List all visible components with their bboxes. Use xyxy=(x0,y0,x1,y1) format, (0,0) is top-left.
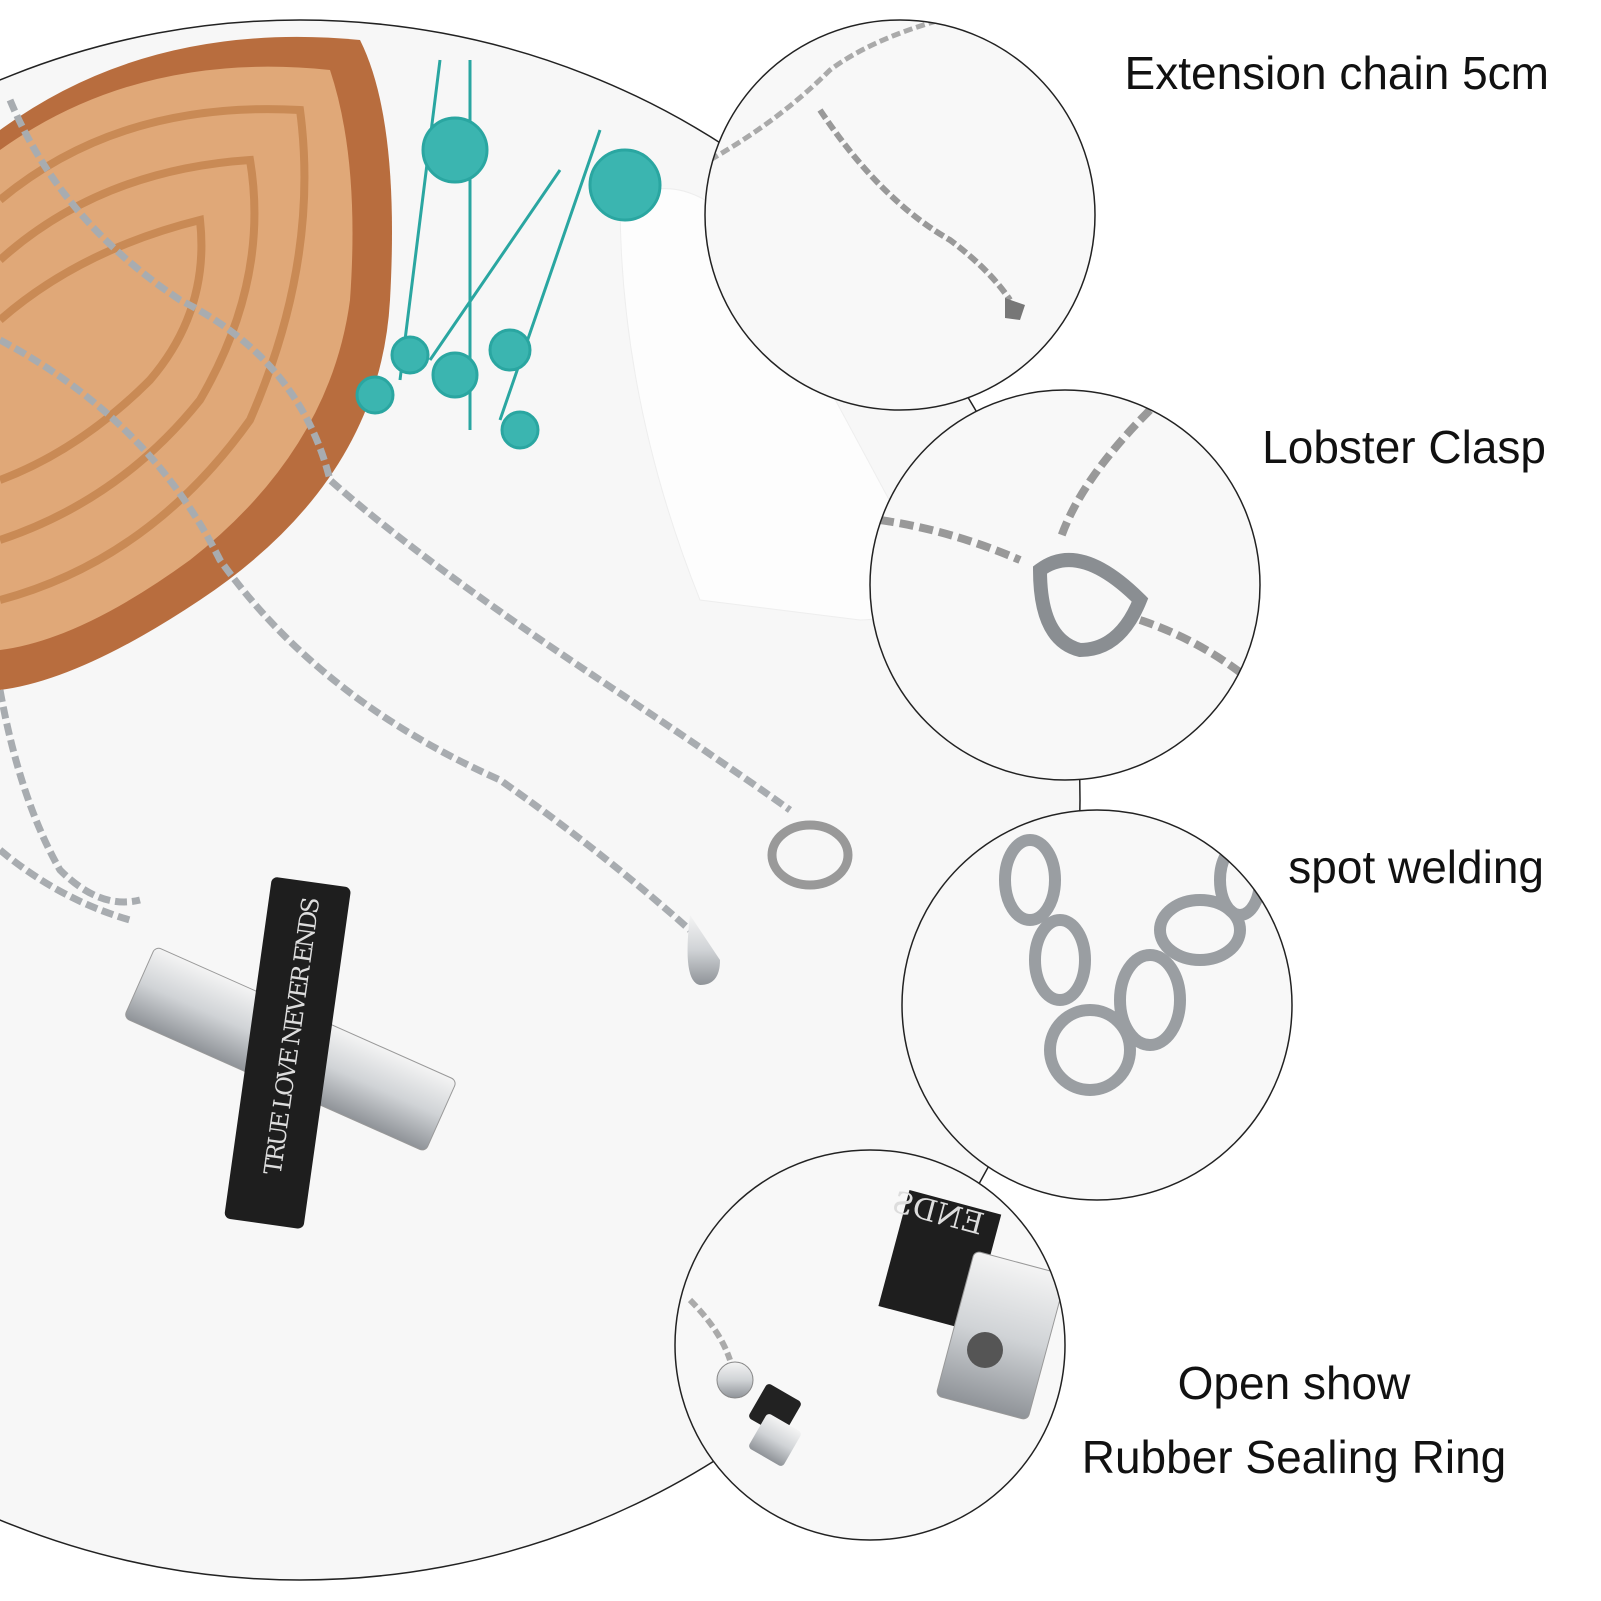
chain xyxy=(0,98,793,933)
detail-open-show: ENDS xyxy=(675,1150,1065,1540)
flowers xyxy=(355,59,662,450)
detail-circle-4 xyxy=(674,1149,1066,1541)
label-spot-welding: spot welding xyxy=(1288,841,1544,893)
wood-slice xyxy=(0,36,392,690)
detail-lobster-clasp xyxy=(870,390,1260,780)
detail-circle-1 xyxy=(704,19,1096,411)
detail-circle-3 xyxy=(901,809,1293,1201)
detail-circle-2 xyxy=(869,389,1261,781)
label-lobster-clasp: Lobster Clasp xyxy=(1262,421,1546,473)
label-rubber-sealing-ring: Rubber Sealing Ring xyxy=(1081,1431,1507,1483)
lobster-clasp xyxy=(767,820,853,890)
detail-spot-welding xyxy=(902,810,1292,1200)
label-open-show: Open show xyxy=(1177,1357,1411,1409)
detail-extension-chain xyxy=(705,20,1095,410)
main-circle-outline xyxy=(0,19,1081,1581)
black-bar: TRUE LOVE NEVER ENDS xyxy=(224,877,351,1229)
chain-end-drop xyxy=(687,915,720,985)
label-extension-chain: Extension chain 5cm xyxy=(1124,47,1549,99)
label-open-show-group: Open show Rubber Sealing Ring xyxy=(1064,1346,1524,1494)
